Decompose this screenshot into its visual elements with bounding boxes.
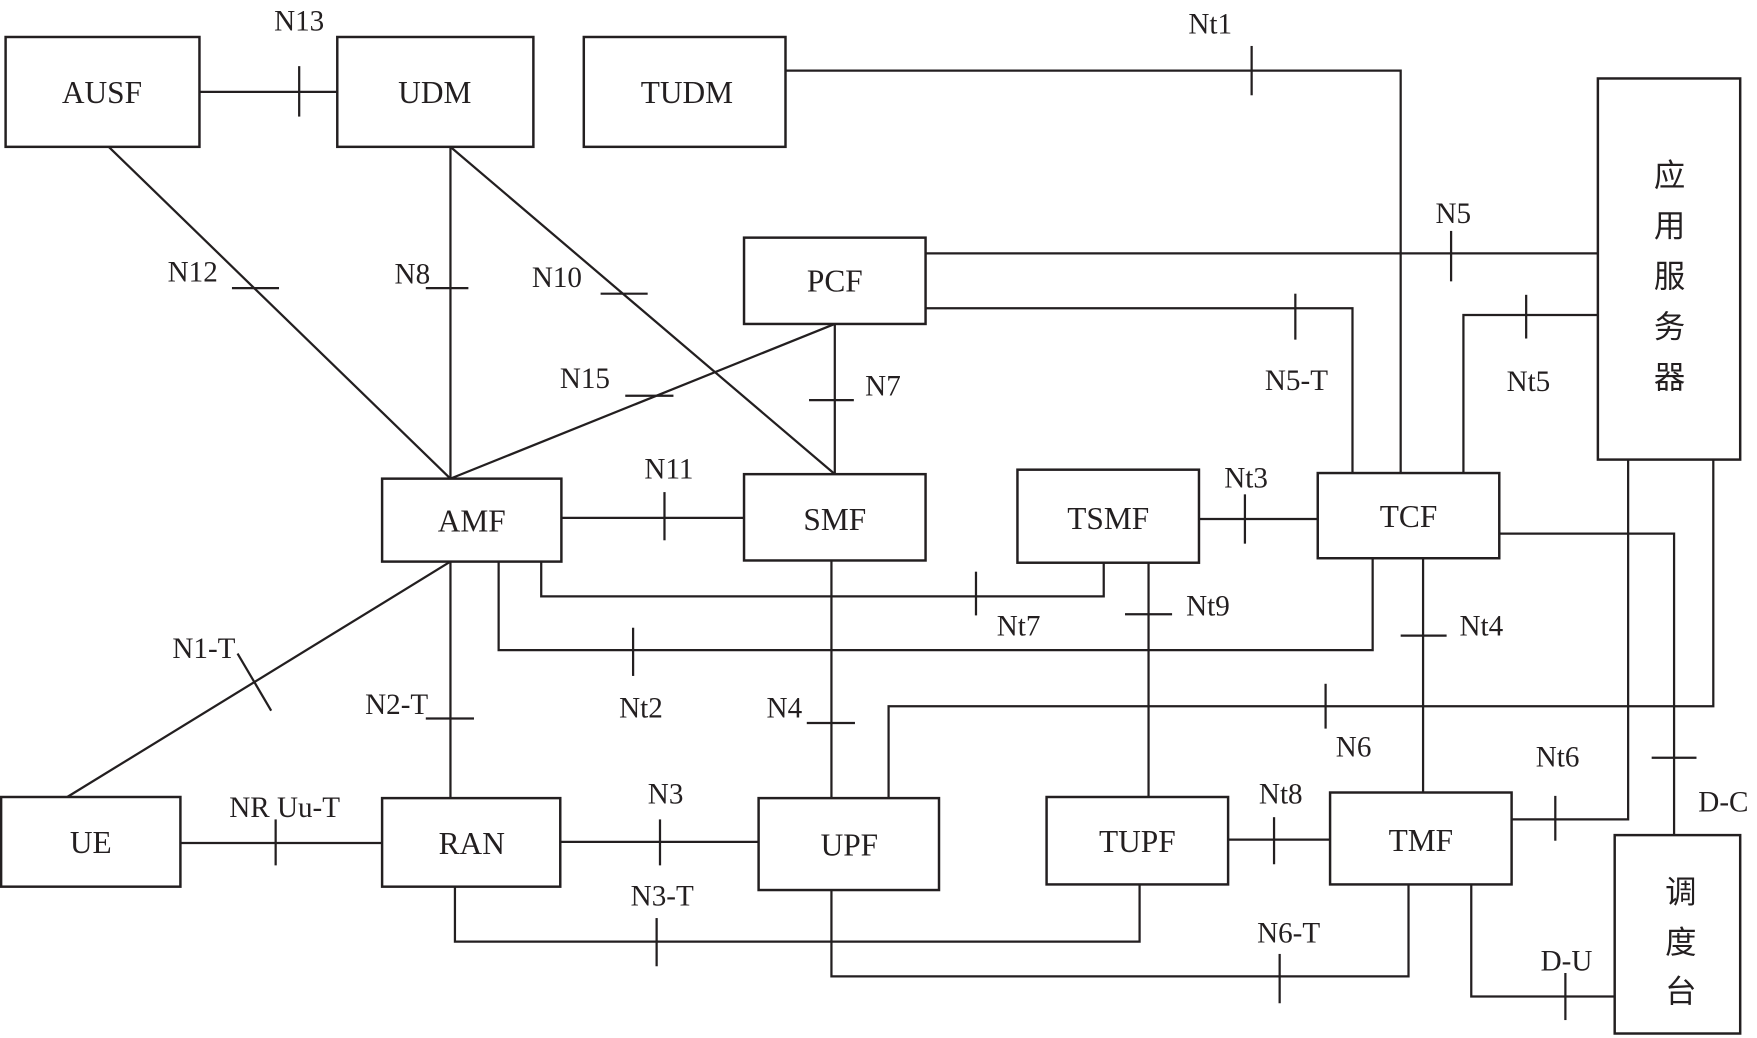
label-n15: N15 bbox=[560, 363, 610, 395]
node-tmf-label: TMF bbox=[1389, 823, 1454, 858]
label-n5t: N5-T bbox=[1265, 365, 1328, 397]
dispatch-char-3: 台 bbox=[1665, 974, 1696, 1010]
node-ue: UE bbox=[0, 795, 182, 888]
label-nruut: NR Uu-T bbox=[229, 792, 340, 824]
link-n10 bbox=[449, 145, 836, 476]
label-n13: N13 bbox=[274, 5, 324, 37]
label-n2t: N2-T bbox=[365, 689, 428, 721]
node-udm-label: UDM bbox=[398, 75, 471, 110]
link-nt7 bbox=[540, 561, 1105, 598]
link-n6 bbox=[887, 459, 1715, 799]
tick-n1t bbox=[236, 652, 273, 712]
label-n5: N5 bbox=[1436, 198, 1472, 230]
link-n3t bbox=[453, 884, 1141, 943]
node-smf: SMF bbox=[742, 472, 927, 562]
app-server-char-1: 应 bbox=[1654, 158, 1685, 194]
label-n6: N6 bbox=[1336, 732, 1372, 764]
link-nt1 bbox=[785, 69, 1402, 474]
link-nt6 bbox=[1511, 459, 1630, 821]
node-amf: AMF bbox=[380, 477, 563, 563]
label-n4: N4 bbox=[767, 692, 803, 724]
label-nt9: Nt9 bbox=[1186, 590, 1230, 622]
label-n3t: N3-T bbox=[631, 881, 694, 913]
node-upf: UPF bbox=[757, 796, 941, 892]
node-upf-label: UPF bbox=[821, 827, 879, 862]
link-n1t bbox=[66, 560, 452, 798]
node-tsmf-label: TSMF bbox=[1067, 501, 1149, 536]
label-nt6: Nt6 bbox=[1536, 742, 1580, 774]
link-n5t bbox=[925, 307, 1354, 474]
link-n6t bbox=[830, 884, 1410, 978]
node-tupf-label: TUPF bbox=[1099, 824, 1176, 859]
node-tudm: TUDM bbox=[582, 35, 787, 149]
label-n12: N12 bbox=[168, 256, 218, 288]
node-pcf-label: PCF bbox=[807, 263, 863, 298]
node-tcf: TCF bbox=[1316, 471, 1501, 560]
app-server-char-2: 用 bbox=[1654, 209, 1685, 245]
interface-labels: N13 Nt1 N12 N8 N10 N5 N5-T Nt5 N15 N7 N1… bbox=[168, 5, 1749, 977]
link-n12 bbox=[107, 146, 452, 480]
node-tupf: TUPF bbox=[1045, 795, 1230, 886]
label-nt2: Nt2 bbox=[619, 692, 663, 724]
label-n1t: N1-T bbox=[172, 633, 235, 665]
node-ran-label: RAN bbox=[439, 826, 505, 861]
label-nt4: Nt4 bbox=[1460, 611, 1504, 643]
connections bbox=[66, 45, 1715, 1021]
label-n10: N10 bbox=[532, 262, 582, 294]
app-server-char-3: 服 bbox=[1654, 259, 1685, 295]
node-pcf: PCF bbox=[742, 236, 927, 326]
label-n7: N7 bbox=[865, 371, 901, 403]
label-n11: N11 bbox=[644, 454, 693, 486]
label-du: D-U bbox=[1541, 946, 1593, 978]
label-n3: N3 bbox=[648, 779, 684, 811]
node-tudm-label: TUDM bbox=[641, 75, 733, 110]
label-n6t: N6-T bbox=[1257, 918, 1320, 950]
dispatch-char-2: 度 bbox=[1665, 925, 1696, 961]
node-tmf: TMF bbox=[1328, 791, 1513, 886]
node-ausf: AUSF bbox=[4, 35, 201, 149]
label-nt3: Nt3 bbox=[1224, 463, 1268, 495]
node-dispatch-console: 调 度 台 bbox=[1613, 833, 1742, 1035]
label-nt5: Nt5 bbox=[1507, 366, 1551, 398]
link-du bbox=[1470, 884, 1615, 998]
link-nt2 bbox=[497, 558, 1374, 652]
label-nt8: Nt8 bbox=[1259, 779, 1303, 811]
node-amf-label: AMF bbox=[438, 503, 506, 538]
label-n8: N8 bbox=[395, 259, 431, 291]
node-app-server: 应 用 服 务 器 bbox=[1596, 77, 1742, 461]
label-dc: D-C bbox=[1698, 787, 1748, 819]
node-smf-label: SMF bbox=[803, 502, 866, 537]
link-n15 bbox=[450, 322, 836, 480]
node-tcf-label: TCF bbox=[1380, 499, 1438, 534]
node-ran: RAN bbox=[380, 796, 562, 888]
link-nt5 bbox=[1462, 313, 1598, 474]
node-ausf-label: AUSF bbox=[62, 75, 142, 110]
node-udm: UDM bbox=[336, 35, 535, 149]
link-dc bbox=[1499, 532, 1676, 836]
node-ue-label: UE bbox=[70, 825, 112, 860]
label-nt7: Nt7 bbox=[997, 611, 1041, 643]
app-server-char-4: 务 bbox=[1654, 309, 1685, 345]
label-nt1: Nt1 bbox=[1188, 9, 1232, 41]
app-server-char-5: 器 bbox=[1654, 360, 1685, 396]
dispatch-char-1: 调 bbox=[1665, 874, 1696, 910]
node-tsmf: TSMF bbox=[1016, 468, 1201, 564]
